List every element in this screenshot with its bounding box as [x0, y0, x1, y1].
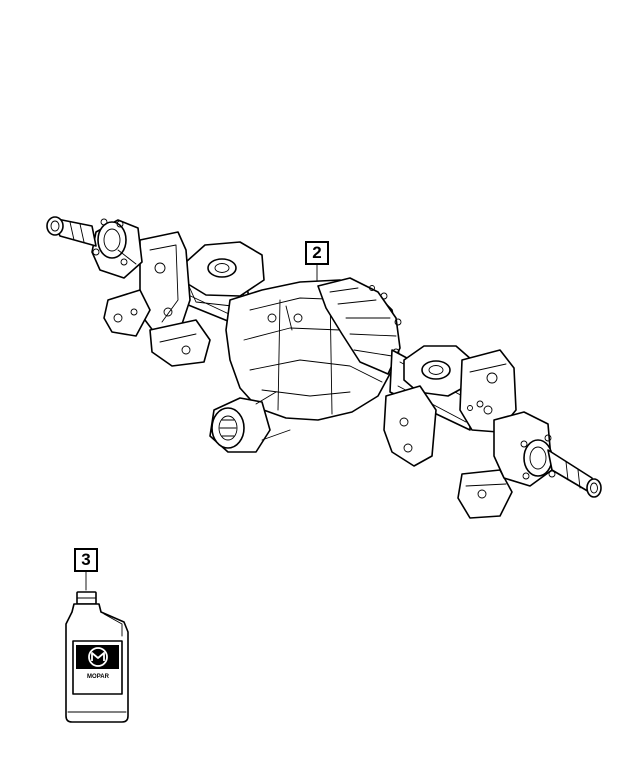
left-hub-flange [91, 218, 143, 279]
left-control-arm-bracket [103, 231, 191, 341]
pinion-flange [209, 391, 291, 453]
left-axle-spindle [46, 216, 97, 247]
rear-axle-assembly[interactable] [46, 216, 602, 519]
bottle-logo-text: MOPAR [87, 674, 110, 680]
gear-oil-bottle[interactable]: MOPAR [65, 591, 129, 723]
right-axle-spindle [547, 449, 602, 498]
left-lower-bracket [149, 319, 211, 367]
mopar-logo-icon [88, 647, 108, 667]
right-control-arm-bracket [383, 349, 517, 467]
center-mount-details [267, 305, 484, 411]
right-hub-flange [493, 411, 556, 487]
callout-3[interactable]: 3 [74, 548, 98, 572]
callout-2[interactable]: 2 [305, 241, 329, 265]
